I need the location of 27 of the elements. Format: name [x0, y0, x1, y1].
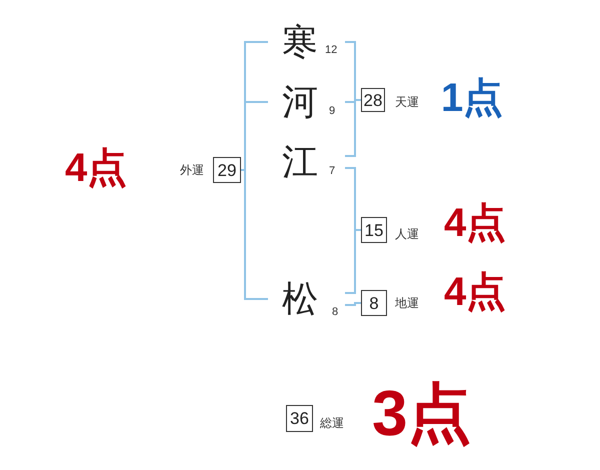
kanji-character: 松	[282, 281, 318, 317]
kanji-character: 江	[282, 144, 318, 180]
fortune-label: 地運	[395, 297, 419, 309]
number-box: 28	[361, 88, 385, 112]
bracket-line	[345, 229, 361, 294]
fortune-label: 外運	[180, 164, 204, 176]
bracket-line	[241, 101, 268, 171]
score-label: 4点	[444, 203, 506, 243]
score-label: 3点	[372, 381, 472, 445]
number-box: 36	[286, 405, 313, 432]
stroke-count: 12	[325, 45, 338, 56]
stroke-count: 8	[332, 307, 338, 318]
fortune-label: 人運	[395, 228, 419, 240]
score-label: 4点	[65, 148, 128, 188]
score-label: 4点	[444, 272, 506, 312]
fortune-label: 天運	[395, 96, 419, 108]
fortune-label: 総運	[320, 417, 344, 429]
bracket-line	[241, 169, 268, 300]
number-box: 29	[213, 157, 241, 183]
stroke-count: 9	[329, 106, 336, 117]
score-label: 1点	[441, 78, 504, 118]
stroke-count: 7	[329, 166, 336, 177]
number-box: 15	[361, 217, 387, 243]
kanji-character: 河	[282, 84, 318, 120]
kanji-character: 寒	[282, 24, 318, 60]
bracket-line	[345, 302, 361, 306]
number-box: 8	[361, 290, 387, 316]
